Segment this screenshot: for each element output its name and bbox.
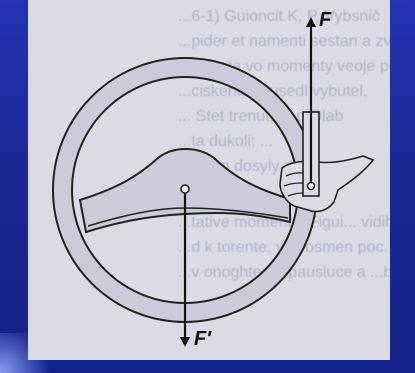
grip-pivot-point <box>306 181 316 191</box>
figure-panel: ...6-1) Guioncit.K, P, Vybsnič ...pider … <box>28 0 390 360</box>
wheel-center-pivot <box>180 184 190 194</box>
force-label-top: F <box>319 9 332 31</box>
force-label-bottom: F′ <box>194 328 212 350</box>
steering-wheel-diagram: F F′ <box>52 9 375 350</box>
hand-illustration <box>279 155 375 213</box>
